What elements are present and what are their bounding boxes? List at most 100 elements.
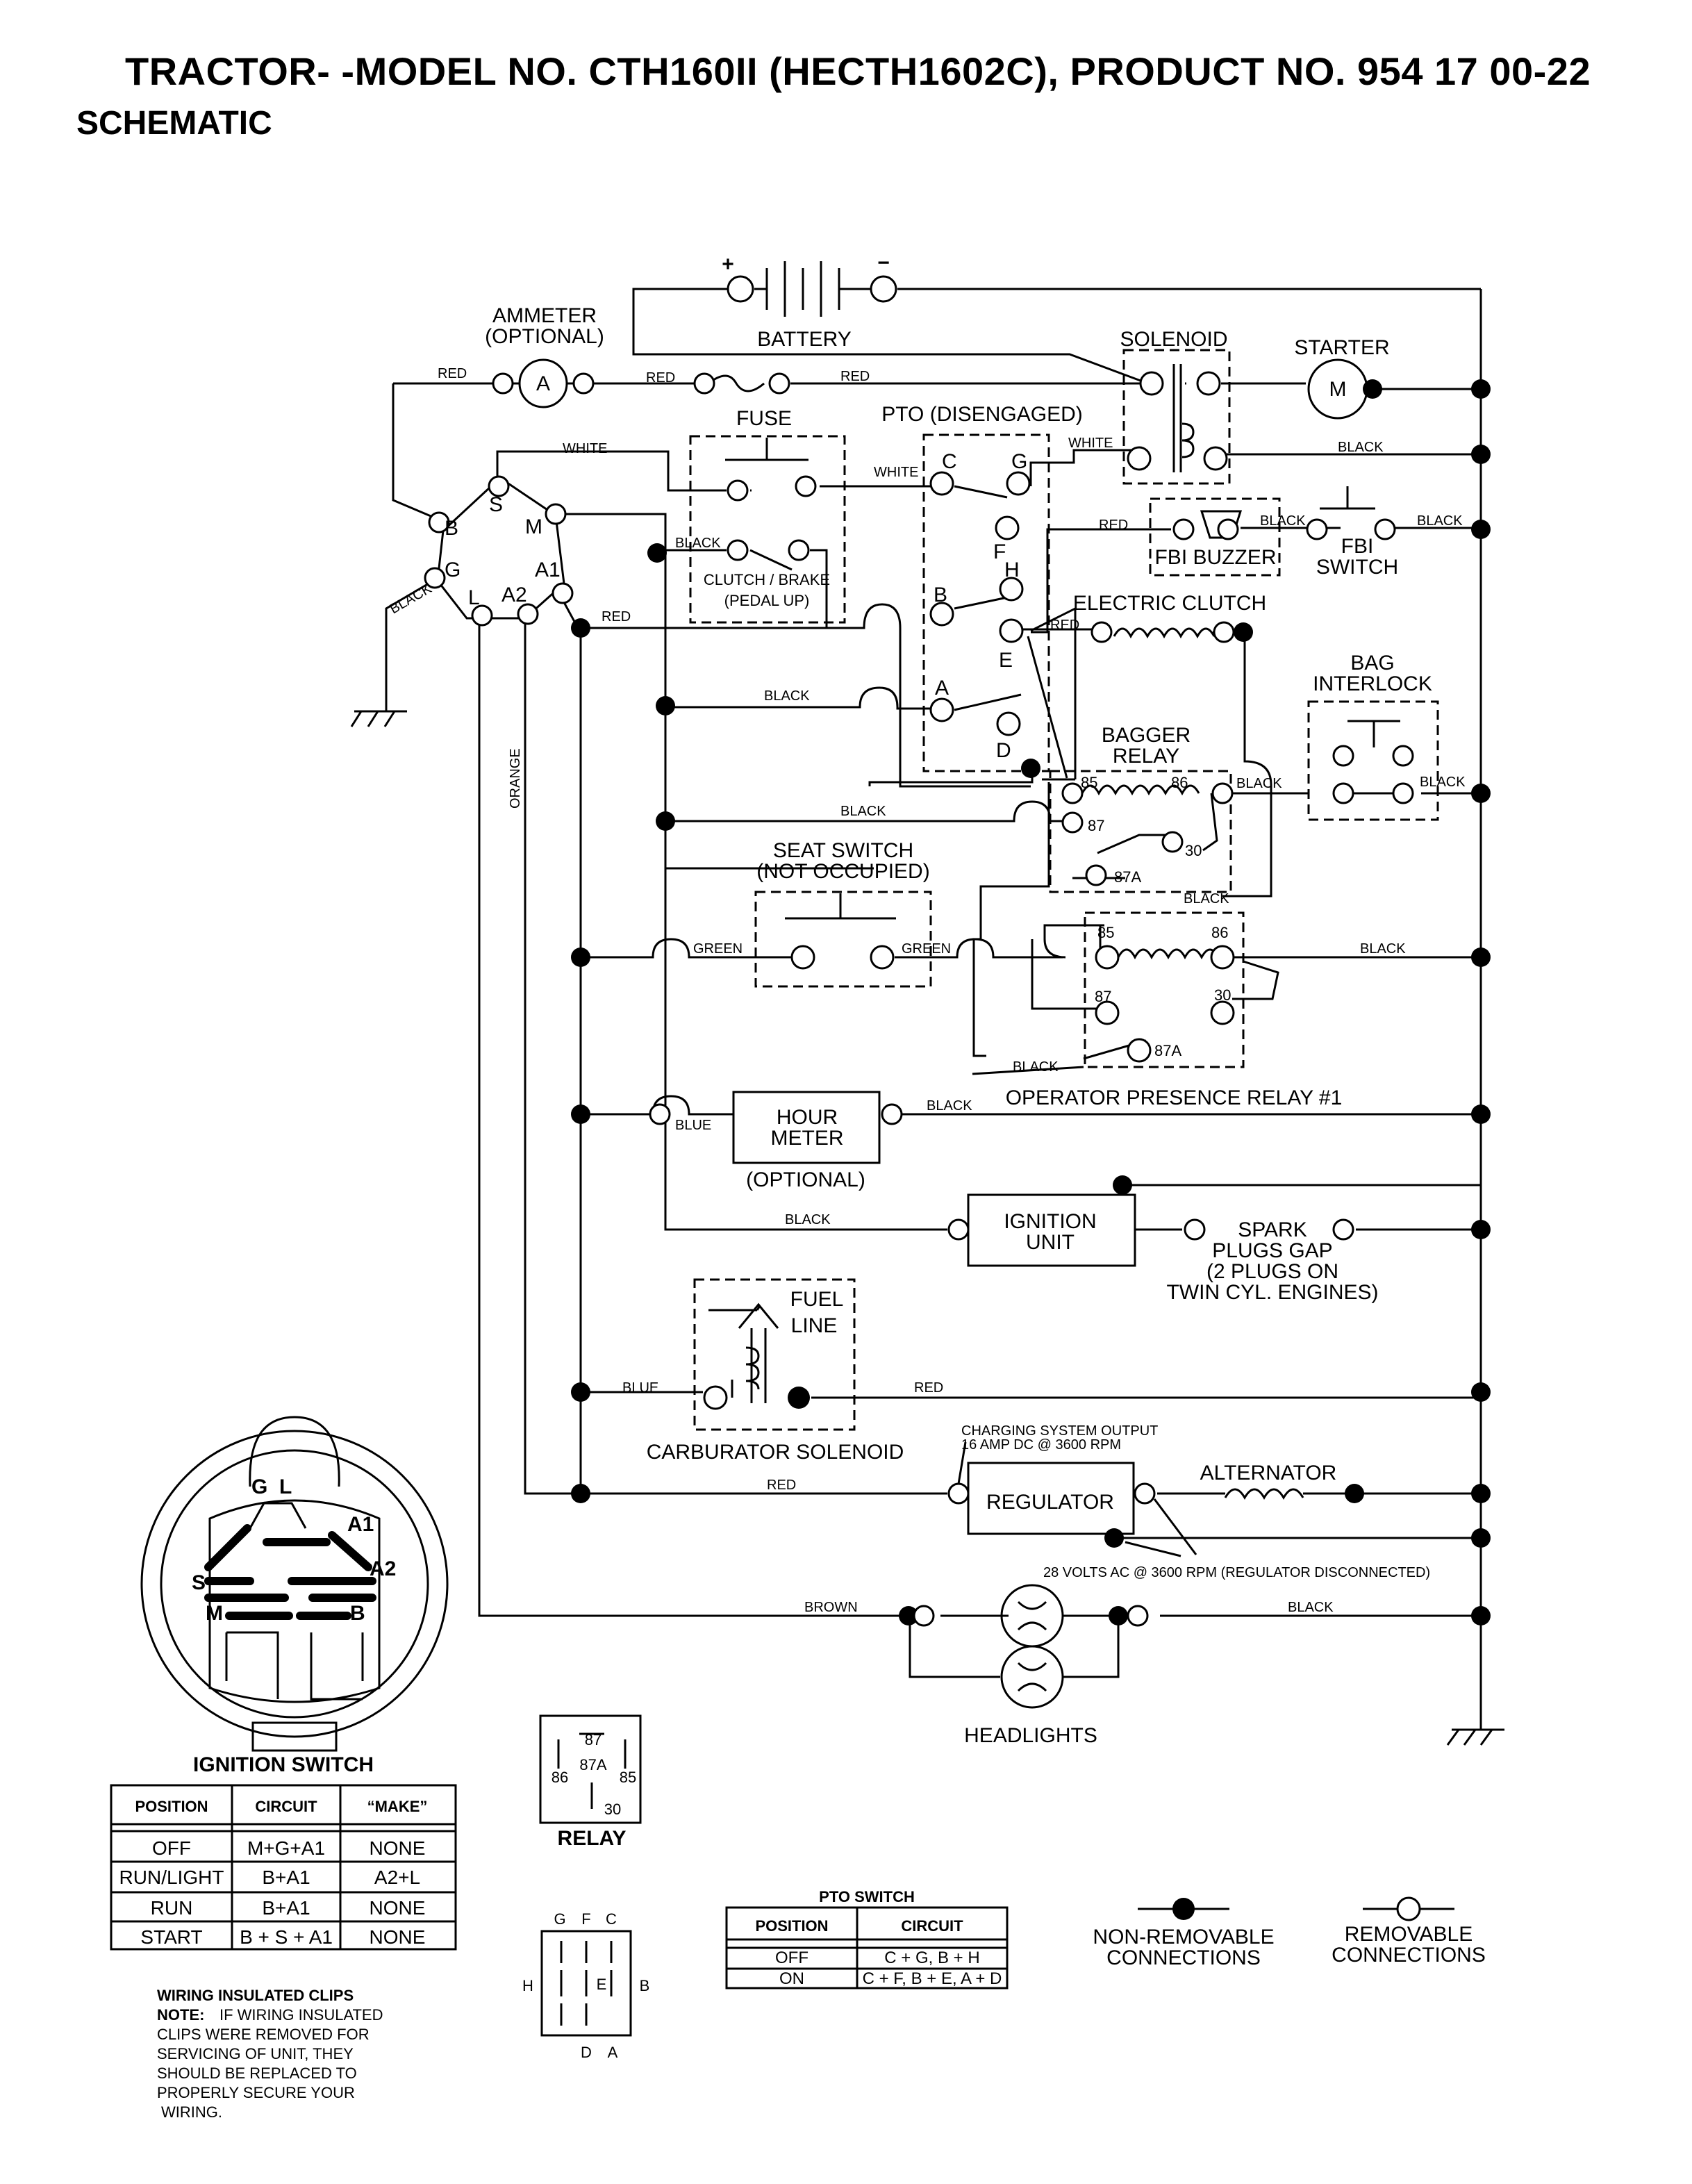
ground-symbol-left bbox=[350, 710, 407, 727]
bagger-relay-87a: 87A bbox=[1114, 868, 1141, 886]
black-ignition-ground bbox=[385, 579, 434, 711]
ground-symbol-right bbox=[1446, 1728, 1504, 1746]
pto-pin-diagram bbox=[540, 1930, 632, 2037]
wire-label-red: RED bbox=[840, 369, 870, 384]
clips-note-line: WIRING. bbox=[161, 2103, 222, 2121]
wire-label-black: BLACK bbox=[927, 1098, 972, 1114]
pto-col-position: POSITION bbox=[755, 1917, 828, 1935]
spark-label-4: TWIN CYL. ENGINES) bbox=[1166, 1281, 1378, 1304]
legend-removable-2: CONNECTIONS bbox=[1332, 1944, 1486, 1967]
pto-pin-a: A bbox=[608, 2044, 618, 2061]
removable-dots bbox=[424, 275, 1421, 1921]
relay-pin-87a: 87A bbox=[579, 1756, 606, 1773]
non-removable-dots bbox=[571, 379, 1491, 1920]
ign-cell: NONE bbox=[370, 1897, 426, 1919]
relay-pin-30: 30 bbox=[604, 1801, 621, 1818]
headlight-1 bbox=[1000, 1584, 1064, 1648]
face-label-l: L bbox=[279, 1475, 292, 1498]
ignition-switch-title: IGNITION SWITCH bbox=[193, 1753, 374, 1776]
clips-note-line: IF WIRING INSULATED bbox=[219, 2006, 383, 2024]
clips-note-line: CLIPS WERE REMOVED FOR bbox=[157, 2026, 370, 2043]
hour-meter-optional-label: (OPTIONAL) bbox=[746, 1168, 865, 1191]
ign-terminal-l: L bbox=[468, 586, 480, 609]
bag-interlock-label-2: INTERLOCK bbox=[1313, 672, 1432, 695]
pto-cell: C + F, B + E, A + D bbox=[863, 1969, 1002, 1988]
schematic-labels: + − BATTERY AMMETER (OPTIONAL) A FUSE SO… bbox=[119, 251, 1486, 2121]
op-relay-86: 86 bbox=[1211, 924, 1228, 941]
headlight-2 bbox=[1000, 1645, 1064, 1709]
ign-terminal-s: S bbox=[489, 493, 503, 516]
red-to-buzzer bbox=[1031, 528, 1171, 634]
page-subtitle: SCHEMATIC bbox=[76, 105, 272, 142]
ign-terminal-m: M bbox=[525, 515, 542, 538]
legend-non-removable-2: CONNECTIONS bbox=[1106, 1946, 1261, 1969]
operator-relay-label: OPERATOR PRESENCE RELAY #1 bbox=[1006, 1086, 1343, 1109]
battery-plus-label: + bbox=[722, 253, 734, 276]
wire-label-green: GREEN bbox=[902, 941, 951, 957]
relay-pin-diagram bbox=[539, 1714, 642, 1824]
hour-meter-label-1: HOUR bbox=[777, 1106, 838, 1129]
wire-label-white: WHITE bbox=[874, 465, 918, 480]
fuse-label: FUSE bbox=[736, 407, 792, 430]
wire-label-black: BLACK bbox=[1360, 941, 1406, 957]
brown-wire bbox=[478, 617, 921, 1617]
hour-meter-label-2: METER bbox=[771, 1127, 844, 1150]
hour-meter-box bbox=[732, 1091, 881, 1164]
fbi-switch-symbol bbox=[1320, 486, 1375, 510]
fuel-line-label-2: LINE bbox=[791, 1314, 838, 1337]
face-label-a2: A2 bbox=[370, 1557, 396, 1580]
pto-pin-c: C bbox=[606, 1910, 617, 1928]
page-title: TRACTOR- -MODEL NO. CTH160II (HECTH1602C… bbox=[125, 49, 1591, 93]
relay-diagram-label: RELAY bbox=[558, 1827, 627, 1850]
fbi-buzzer-label: FBI BUZZER bbox=[1154, 546, 1276, 569]
charging-arrow bbox=[957, 1441, 967, 1484]
bagger-relay-86: 86 bbox=[1171, 774, 1188, 791]
face-label-m: M bbox=[206, 1602, 223, 1625]
ign-cell: A2+L bbox=[374, 1867, 420, 1888]
ign-terminal-b: B bbox=[445, 517, 458, 540]
starter-label: STARTER bbox=[1294, 336, 1389, 359]
op-relay-30: 30 bbox=[1214, 986, 1231, 1004]
pto-terminal-e: E bbox=[999, 649, 1013, 672]
pto-pin-b: B bbox=[640, 1977, 650, 1994]
pto-terminal-g: G bbox=[1011, 450, 1027, 473]
ign-cell: NONE bbox=[370, 1837, 426, 1859]
pto-pin-e: E bbox=[597, 1976, 607, 1993]
wire-label-black: BLACK bbox=[785, 1212, 831, 1227]
ign-cell: M+G+A1 bbox=[247, 1837, 325, 1859]
ign-table-rows: OFF M+G+A1 NONE RUN/LIGHT B+A1 A2+L RUN … bbox=[119, 1837, 426, 1948]
ignition-unit-label-2: UNIT bbox=[1026, 1231, 1075, 1254]
seat-switch-box bbox=[754, 891, 932, 988]
seat-switch-label-2: (NOT OCCUPIED) bbox=[756, 860, 929, 883]
pto-switch-title: PTO SWITCH bbox=[819, 1888, 915, 1905]
clips-note-title: WIRING INSULATED CLIPS bbox=[157, 1987, 354, 2004]
wire-label-red: RED bbox=[602, 609, 631, 624]
ignition-switch-schematic bbox=[436, 477, 565, 620]
starter-letter: M bbox=[1329, 378, 1347, 401]
pto-terminal-b: B bbox=[934, 584, 947, 606]
pto-pin-h: H bbox=[522, 1977, 533, 1994]
bagger-relay-box bbox=[1049, 770, 1232, 893]
operator-relay-box bbox=[1084, 911, 1245, 1068]
ignition-unit-label-1: IGNITION bbox=[1004, 1210, 1096, 1233]
pto-cell: OFF bbox=[775, 1949, 808, 1967]
wire-label-black: BLACK bbox=[1338, 440, 1384, 455]
orange-wire bbox=[524, 615, 581, 1495]
ammeter-optional-label: (OPTIONAL) bbox=[485, 325, 604, 348]
ignition-switch-face bbox=[140, 1416, 449, 1752]
relay-pin-85: 85 bbox=[620, 1769, 636, 1786]
fuel-line-label-1: FUEL bbox=[790, 1288, 844, 1311]
pto-cell: C + G, B + H bbox=[884, 1949, 979, 1967]
regulator-label: REGULATOR bbox=[986, 1491, 1114, 1514]
wire-label-red: RED bbox=[646, 370, 675, 386]
ignition-switch-table bbox=[110, 1784, 457, 1951]
pto-terminal-f: F bbox=[993, 540, 1006, 563]
carburetor-solenoid-box bbox=[693, 1278, 856, 1431]
spark-label-2: PLUGS GAP bbox=[1212, 1239, 1332, 1262]
electric-clutch-coil bbox=[1113, 627, 1216, 639]
ign-terminal-a1: A1 bbox=[535, 559, 561, 581]
wire-label-blue: BLUE bbox=[675, 1118, 711, 1133]
bagger-relay-85: 85 bbox=[1081, 774, 1097, 791]
bagger-relay-label-1: BAGGER bbox=[1102, 724, 1191, 747]
